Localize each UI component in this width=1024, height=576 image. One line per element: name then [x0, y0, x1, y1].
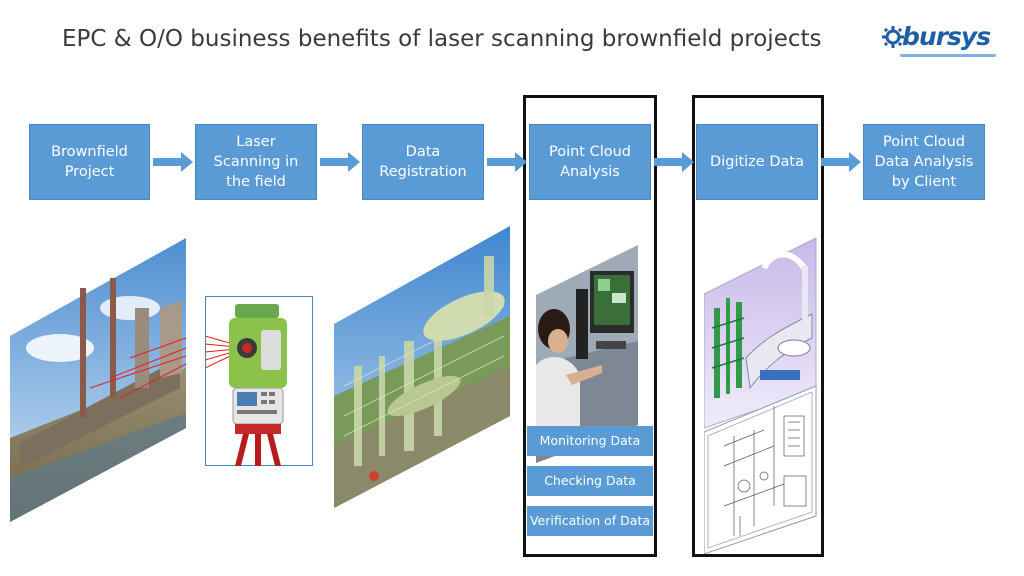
point-cloud-registration-photo [334, 226, 510, 508]
digitized-3d-model-image [704, 238, 817, 429]
step-point-cloud-analysis: Point Cloud Analysis [529, 124, 651, 200]
checking-data-label: Checking Data [527, 466, 653, 496]
step-laser-scanning: Laser Scanning in the field [195, 124, 317, 200]
arrow-right-icon [654, 152, 694, 172]
verification-data-label: Verification of Data [527, 506, 653, 536]
arrow-right-icon [320, 152, 360, 172]
arrow-right-icon [821, 152, 861, 172]
arrow-right-icon [153, 152, 193, 172]
technical-drawing-image [704, 386, 817, 554]
digitize-data-highlight [692, 95, 824, 557]
point-cloud-analysis-highlight [523, 95, 657, 557]
slide-title: EPC & O/O business benefits of laser sca… [62, 26, 822, 52]
bursys-logo: bursys [882, 22, 1000, 60]
step-client-analysis: Point Cloud Data Analysis by Client [863, 124, 985, 200]
brownfield-plant-photo [10, 238, 187, 522]
logo-wordmark: bursys [902, 22, 991, 51]
laser-scanner-photo [205, 296, 313, 466]
gear-icon [882, 26, 904, 48]
logo-swoosh [900, 54, 996, 57]
monitoring-data-label: Monitoring Data [527, 426, 653, 456]
step-brownfield-project: Brownfield Project [29, 124, 150, 200]
arrow-right-icon [487, 152, 527, 172]
step-digitize-data: Digitize Data [696, 124, 818, 200]
step-data-registration: Data Registration [362, 124, 484, 200]
